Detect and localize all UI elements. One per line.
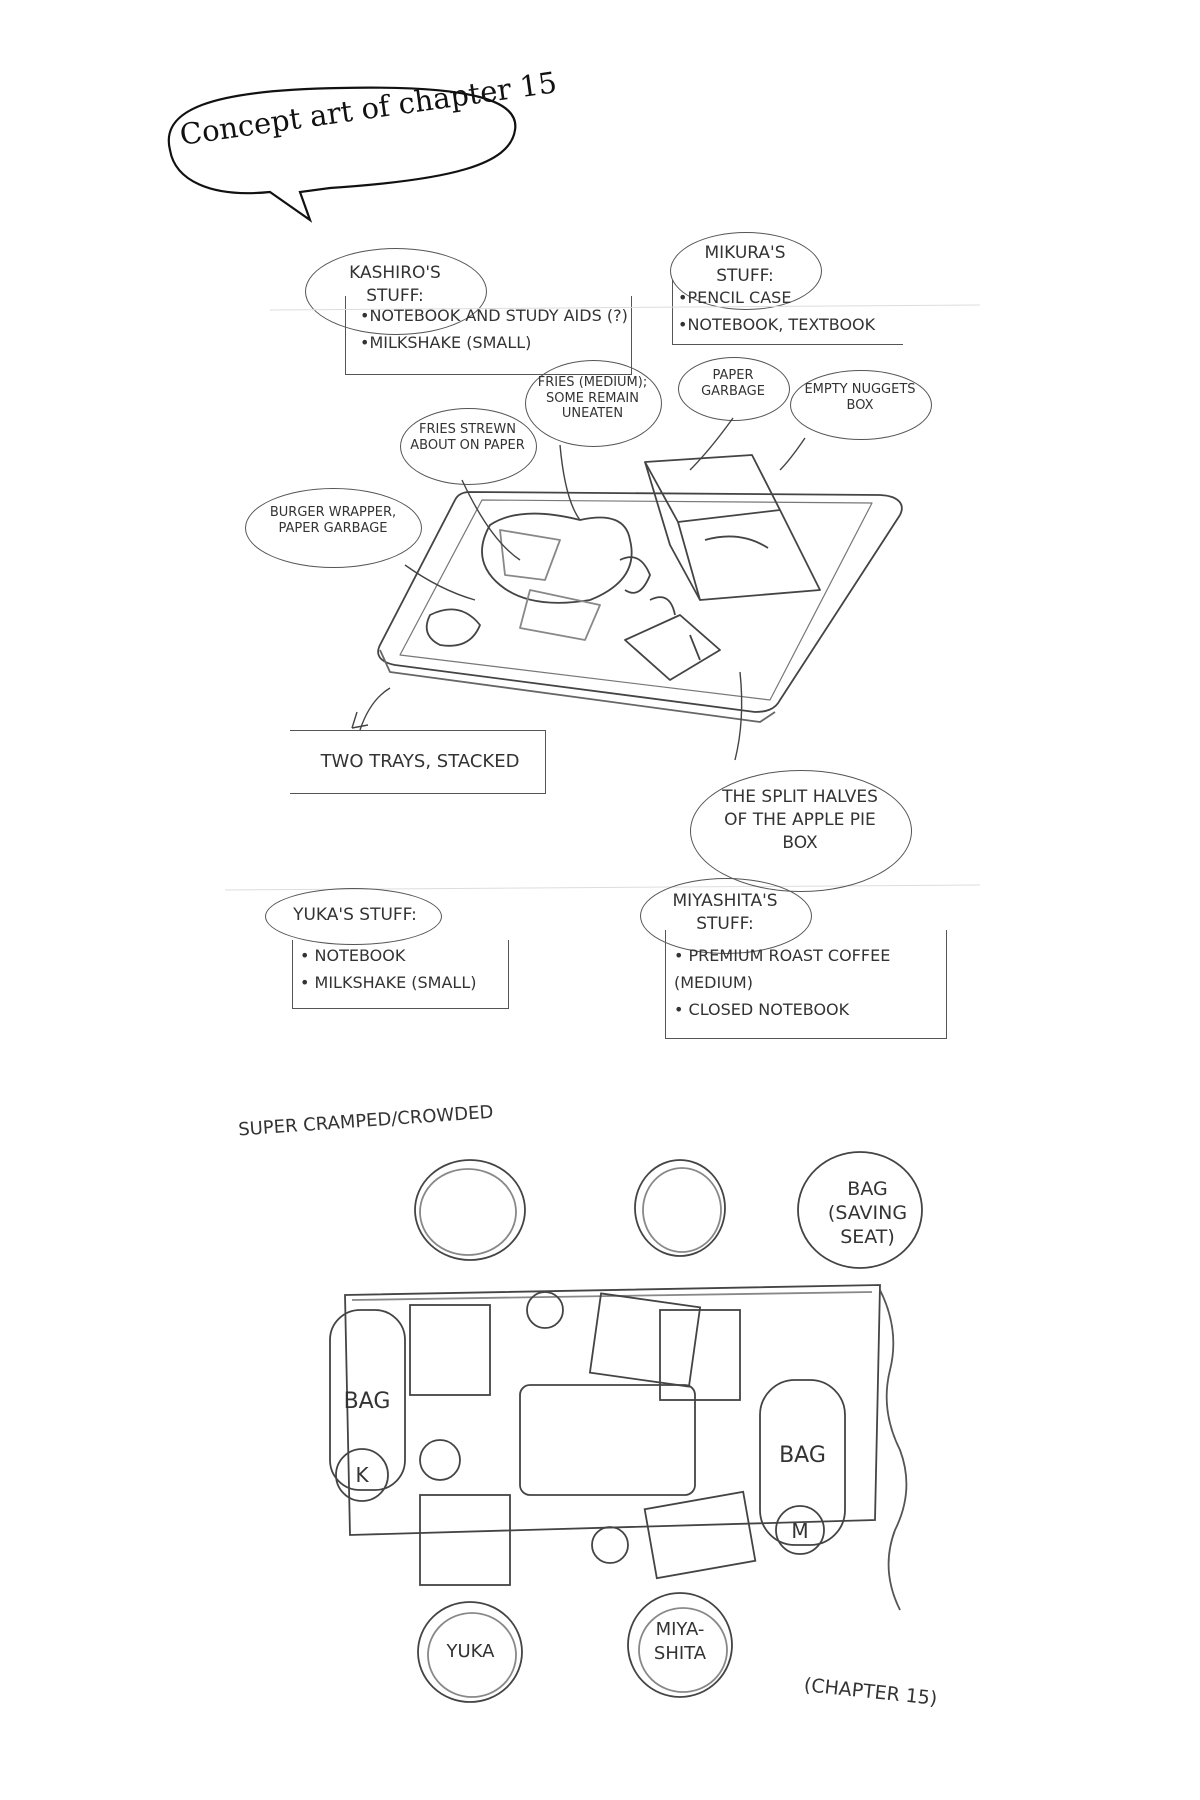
- bag-left-tag: K: [355, 1463, 369, 1487]
- mikura-list: •PENCIL CASE •NOTEBOOK, TEXTBOOK: [678, 284, 875, 338]
- title-bubble: Concept art of chapter 15: [150, 65, 559, 223]
- empty-nuggets-label: EMPTY NUGGETS BOX: [804, 382, 916, 413]
- apple-pie-label: THE SPLIT HALVES OF THE APPLE PIE BOX: [722, 787, 878, 853]
- fries-strewn-label: FRIES STREWN ABOUT ON PAPER: [410, 422, 525, 453]
- kashiro-list: •NOTEBOOK AND STUDY AIDS (?) •MILKSHAKE …: [360, 302, 628, 356]
- miyashita-list: • PREMIUM ROAST COFFEE (MEDIUM) • CLOSED…: [674, 942, 934, 1024]
- two-trays-box: [290, 730, 546, 794]
- bag-right-tag: M: [791, 1519, 809, 1543]
- burger-wrapper-bubble: [245, 488, 422, 568]
- yuka-item: • NOTEBOOK: [300, 946, 406, 965]
- paper-garbage-label: PAPER GARBAGE: [701, 368, 765, 399]
- paper-garbage-bubble: [678, 357, 790, 421]
- empty-nuggets-bubble: [790, 370, 932, 440]
- mikura-heading: MIKURA'S STUFF:: [704, 243, 786, 286]
- fries-medium-bubble: [525, 360, 662, 447]
- yuka-item: • MILKSHAKE (SMALL): [300, 973, 477, 993]
- mikura-heading-bubble: [670, 232, 822, 310]
- miyashita-list-box: [665, 930, 947, 1039]
- speech-bubble-outline: [167, 86, 517, 223]
- mikura-item: •NOTEBOOK, TEXTBOOK: [678, 315, 876, 335]
- burger-wrapper-label: BURGER WRAPPER, PAPER GARBAGE: [269, 505, 397, 536]
- yuka-list-box: [292, 940, 509, 1009]
- yuka-heading-bubble: [265, 888, 442, 945]
- bag-left-label: BAG: [343, 1389, 391, 1414]
- fries-strewn-bubble: [400, 408, 537, 485]
- miyashita-heading-bubble: [640, 878, 812, 954]
- miyashita-item: • CLOSED NOTEBOOK: [674, 1000, 850, 1020]
- kashiro-item: •MILKSHAKE (SMALL): [360, 333, 532, 353]
- seat-miyashita-label: MIYA-SHITA: [653, 1619, 707, 1665]
- fries-medium-label: FRIES (MEDIUM); SOME REMAIN UNEATEN: [537, 375, 648, 422]
- bag-saving-seat-label: BAG (SAVING SEAT): [827, 1178, 908, 1248]
- miyashita-heading: MIYASHITA'S STUFF:: [672, 891, 778, 934]
- kashiro-heading-bubble: [305, 248, 487, 335]
- mikura-item: •PENCIL CASE: [678, 288, 792, 307]
- mikura-list-box: [672, 280, 903, 345]
- seat-yuka-label: YUKA: [446, 1641, 495, 1662]
- kashiro-heading: KASHIRO'S STUFF:: [349, 263, 441, 306]
- kashiro-item: •NOTEBOOK AND STUDY AIDS (?): [360, 306, 628, 325]
- apple-pie-bubble: [690, 770, 912, 892]
- yuka-heading: YUKA'S STUFF:: [293, 905, 417, 925]
- miyashita-item: • PREMIUM ROAST COFFEE (MEDIUM): [674, 946, 891, 993]
- two-trays-label: TWO TRAYS, STACKED: [320, 751, 520, 772]
- kashiro-list-box: [345, 296, 632, 375]
- yuka-list: • NOTEBOOK • MILKSHAKE (SMALL): [300, 942, 477, 996]
- bag-right-label: BAG: [779, 1443, 826, 1468]
